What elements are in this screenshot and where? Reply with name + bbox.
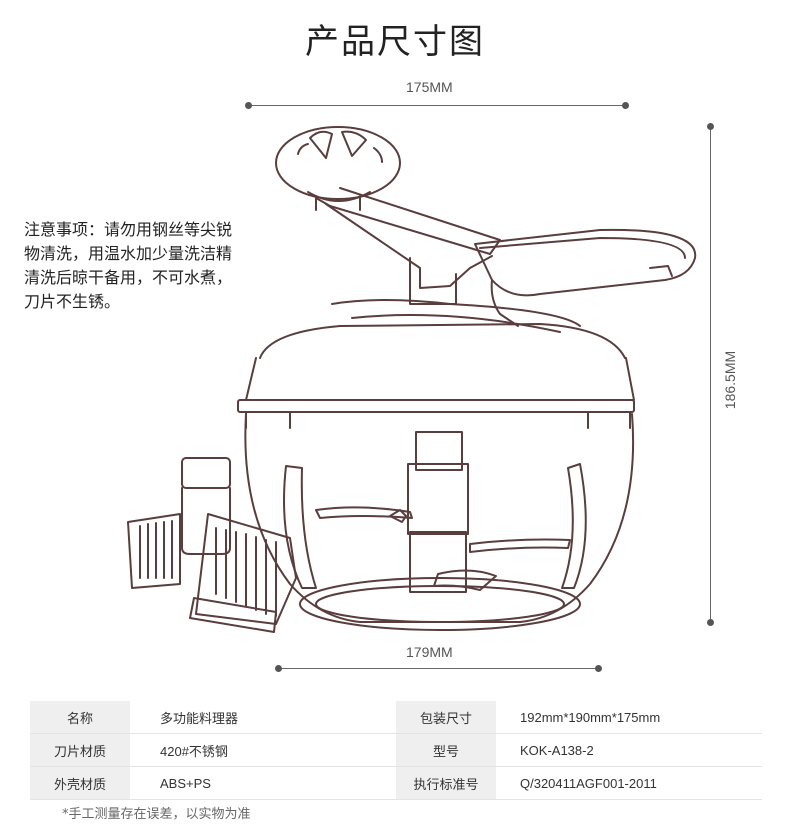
- spec-key: 执行标准号: [396, 766, 496, 800]
- care-note: 注意事项：请勿用钢丝等尖锐物清洗，用温水加少量洗洁精清洗后晾干备用，不可水煮，刀…: [24, 220, 233, 311]
- top-width-label: 175MM: [406, 79, 453, 95]
- table-row: 刀片材质 420#不锈钢 型号 KOK-A138-2: [30, 733, 762, 767]
- spec-value: 192mm*190mm*175mm: [496, 701, 762, 734]
- spec-key: 刀片材质: [30, 733, 130, 767]
- bottom-width-label: 179MM: [406, 644, 453, 660]
- top-dimension-line: [248, 105, 625, 106]
- table-row: 名称 多功能料理器 包装尺寸 192mm*190mm*175mm: [30, 701, 762, 734]
- bottom-dimension-dot-right: [595, 665, 602, 672]
- spec-value: KOK-A138-2: [496, 733, 762, 767]
- spec-value: 420#不锈钢: [130, 733, 396, 767]
- bottom-dimension-dot-left: [275, 665, 282, 672]
- spec-key: 外壳材质: [30, 766, 130, 800]
- height-dimension-dot-bottom: [707, 619, 714, 626]
- spec-key: 型号: [396, 733, 496, 767]
- table-row: 外壳材质 ABS+PS 执行标准号 Q/320411AGF001-2011: [30, 766, 762, 800]
- measurement-footnote: *手工测量存在误差，以实物为准: [62, 807, 251, 822]
- spec-key: 包装尺寸: [396, 701, 496, 734]
- spec-table: 名称 多功能料理器 包装尺寸 192mm*190mm*175mm 刀片材质 42…: [30, 701, 762, 800]
- height-label: 186.5MM: [722, 350, 738, 410]
- page-title: 产品尺寸图: [305, 22, 485, 62]
- spec-value: ABS+PS: [130, 766, 396, 800]
- spec-key: 名称: [30, 701, 130, 734]
- top-dimension-dot-left: [245, 102, 252, 109]
- top-dimension-dot-right: [622, 102, 629, 109]
- food-chopper-illustration: [127, 126, 697, 633]
- height-dimension-dot-top: [707, 123, 714, 130]
- spec-value: Q/320411AGF001-2011: [496, 766, 762, 800]
- bottom-dimension-line: [278, 668, 598, 669]
- height-dimension-line: [710, 127, 711, 623]
- spec-value: 多功能料理器: [130, 701, 396, 734]
